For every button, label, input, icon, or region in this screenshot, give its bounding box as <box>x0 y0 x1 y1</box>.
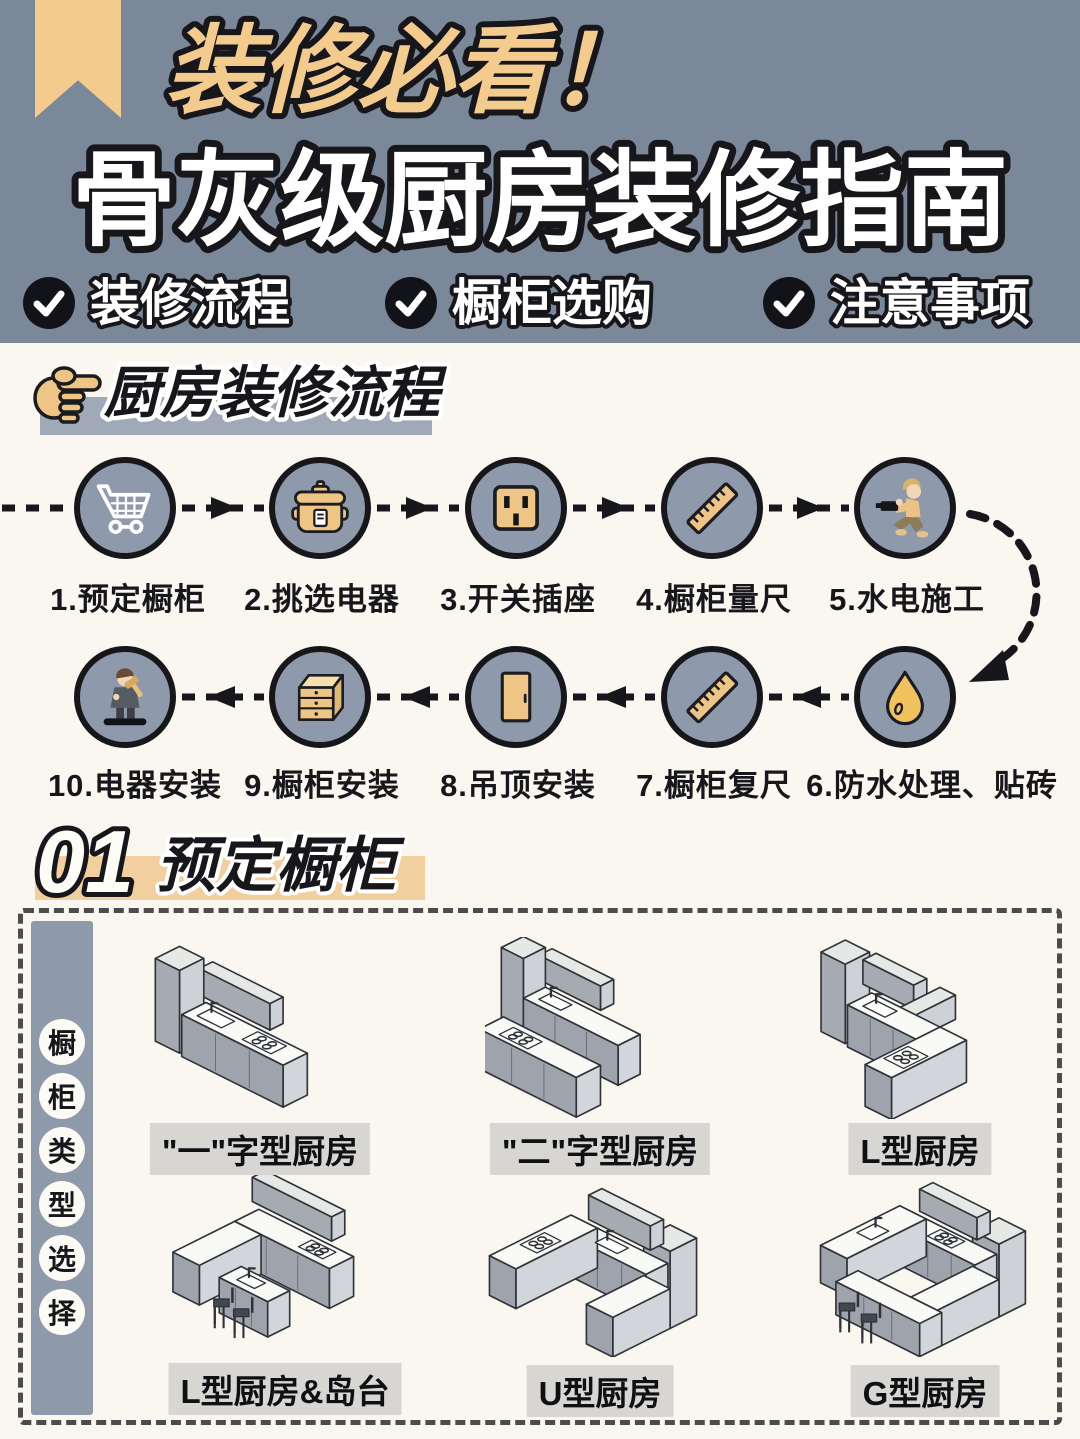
step-circle-8 <box>465 646 567 748</box>
step-circle-5 <box>854 457 956 559</box>
flow-arrow-right <box>377 497 459 519</box>
kitchen-type-label: L型厨房&岛台 <box>168 1363 402 1415</box>
badge-3-svg: 注意事项 <box>826 272 1034 334</box>
flow-section-title-svg: 厨房装修流程 <box>100 357 453 429</box>
flow-arrow-left <box>182 686 264 708</box>
section01-number: 01 <box>36 812 134 911</box>
badge-label: 注意事项 <box>830 275 1030 331</box>
section01-title-svg: 01 预定橱柜 <box>31 807 410 912</box>
flow-curve-arrow <box>966 510 1041 682</box>
step-circle-7 <box>661 646 763 748</box>
flow-arrow-left <box>377 686 459 708</box>
flow-arrow-right <box>573 497 655 519</box>
step-label: 9.橱柜安装 <box>244 768 400 803</box>
kitchen-type-label: "二"字型厨房 <box>489 1123 711 1175</box>
side-tab-char: 橱 <box>39 1019 85 1065</box>
flow-arrow-left <box>573 686 655 708</box>
step-label: 8.吊顶安装 <box>440 768 596 803</box>
flow-section-title: 厨房装修流程 <box>104 361 448 424</box>
side-tab-char: 选 <box>39 1235 85 1281</box>
kitchen-types-panel: 橱 柜 类 型 选 择 "一"字型厨房 "二"字型厨房 L型厨房 L型厨房&岛台… <box>18 908 1062 1425</box>
pointing-finger-icon <box>33 366 102 424</box>
side-tab-char: 类 <box>39 1127 85 1173</box>
kitchen-L-illustration <box>820 939 968 1119</box>
section01-highlight <box>35 856 425 900</box>
rice-cooker-icon <box>291 480 349 534</box>
badge-2-svg: 橱柜选购 <box>448 272 656 334</box>
main-title: 骨灰级厨房装修指南 <box>72 143 1008 259</box>
check-icon <box>384 276 438 330</box>
step-label: 3.开关插座 <box>440 582 596 617</box>
kitchen-type-label: L型厨房 <box>848 1123 992 1175</box>
flow-arrow-right <box>182 497 264 519</box>
kitchen-type-label: "一"字型厨房 <box>149 1123 371 1175</box>
kitchen-U-illustration <box>488 1187 698 1357</box>
kitchen-galley-illustration <box>485 937 641 1118</box>
ribbon-title: 装修必看！ <box>165 18 645 125</box>
step-label: 10.电器安装 <box>47 768 223 803</box>
ruler-icon <box>686 671 739 724</box>
step-circle-6 <box>854 646 956 748</box>
step-label: 2.挑选电器 <box>244 582 400 617</box>
flow-arrow-left <box>769 686 849 708</box>
door-icon <box>500 671 532 723</box>
bookmark-ribbon-icon <box>35 0 121 118</box>
kitchen-G-illustration <box>819 1181 1027 1357</box>
step-circle-4 <box>661 457 763 559</box>
step-label: 1.预定橱柜 <box>50 582 206 617</box>
step-label: 5.水电施工 <box>829 582 985 617</box>
badge-label: 装修流程 <box>90 275 290 331</box>
cart-icon <box>96 484 151 534</box>
step-circle-2 <box>269 457 371 559</box>
main-title-svg: 骨灰级厨房装修指南 <box>65 136 1015 266</box>
step-label: 7.橱柜复尺 <box>636 768 792 803</box>
badge-label: 橱柜选购 <box>452 275 652 331</box>
plumbing-worker-icon <box>875 478 929 538</box>
side-tab-char: 柜 <box>39 1073 85 1119</box>
section01-title: 预定橱柜 <box>156 832 406 899</box>
ribbon-title-svg: 装修必看！ <box>159 12 651 131</box>
step-label: 4.橱柜量尺 <box>636 582 792 617</box>
step-circle-10 <box>74 646 176 748</box>
flow-header-highlight <box>40 397 432 435</box>
flow-arrow-right <box>769 497 849 519</box>
outlet-icon <box>493 485 539 531</box>
kitchen-type-label: G型厨房 <box>850 1365 1000 1417</box>
step-label: 6.防水处理、贴砖 <box>806 768 1058 803</box>
kitchen-straight-illustration <box>154 945 309 1108</box>
step-circle-3 <box>465 457 567 559</box>
ruler-icon <box>686 482 739 535</box>
side-tab-char: 型 <box>39 1181 85 1227</box>
step-circle-9 <box>269 646 371 748</box>
installer-worker-icon <box>103 668 147 726</box>
side-tab-char: 择 <box>39 1289 85 1335</box>
hero-header: 装修必看！ 骨灰级厨房装修指南 装修流程 橱柜选购 注意事项 <box>0 0 1080 343</box>
check-icon <box>762 276 816 330</box>
cabinet-icon <box>297 673 344 721</box>
flow-dash-lead <box>2 504 68 512</box>
water-drop-icon <box>886 670 924 726</box>
kitchen-type-label: U型厨房 <box>526 1365 674 1417</box>
check-icon <box>22 276 76 330</box>
step-circle-1 <box>74 457 176 559</box>
kitchen-L-island-illustration <box>172 1175 355 1339</box>
badge-1-svg: 装修流程 <box>86 272 294 334</box>
